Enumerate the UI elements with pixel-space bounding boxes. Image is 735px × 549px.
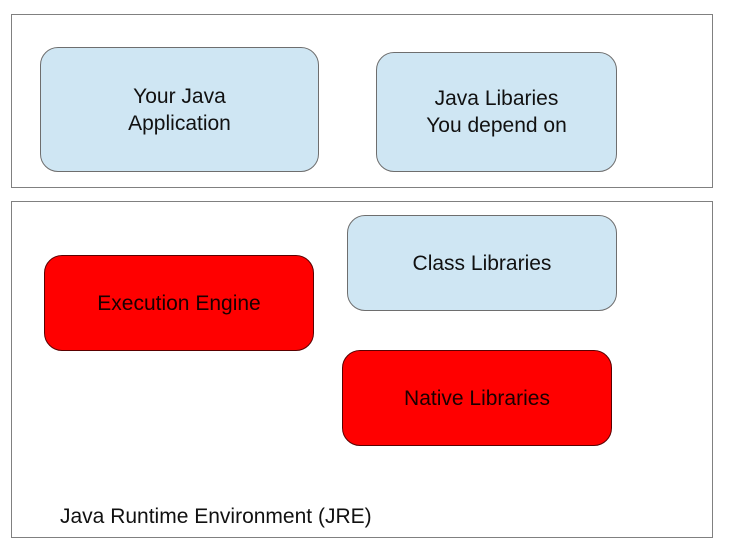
jre-caption: Java Runtime Environment (JRE) bbox=[60, 505, 372, 528]
class-libraries-label: Class Libraries bbox=[412, 251, 552, 275]
class-libraries-box: Class Libraries bbox=[347, 215, 617, 311]
your-java-application-box: Your Java Application bbox=[40, 47, 319, 172]
java-libraries-box: Java Libaries You depend on bbox=[376, 52, 617, 172]
native-libraries-label: Native Libraries bbox=[404, 386, 550, 410]
your-java-application-label: Your Java Application bbox=[128, 84, 231, 135]
execution-engine-label: Execution Engine bbox=[97, 291, 261, 315]
java-libraries-label: Java Libaries You depend on bbox=[426, 87, 567, 137]
native-libraries-box: Native Libraries bbox=[342, 350, 612, 446]
execution-engine-box: Execution Engine bbox=[44, 255, 314, 351]
